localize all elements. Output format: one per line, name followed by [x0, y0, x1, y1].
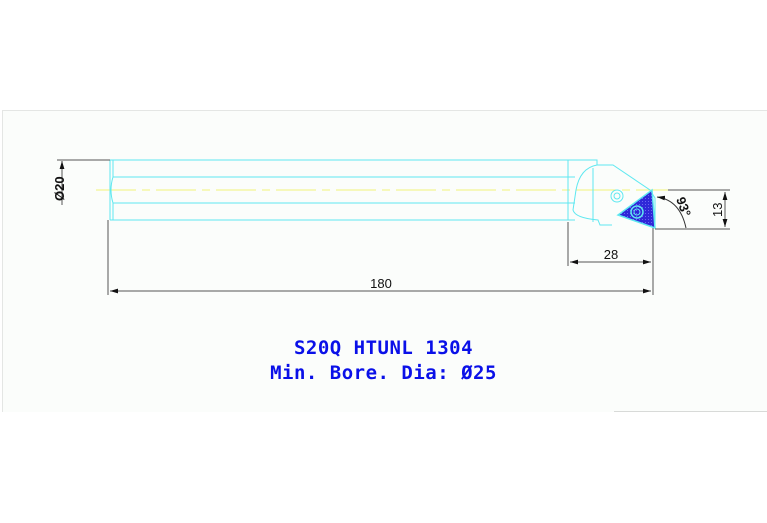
dimension-overall-length	[107, 220, 654, 295]
sheet-border	[614, 411, 767, 412]
dim-shank-diameter: Ø20	[52, 176, 67, 201]
dim-overall-length: 180	[370, 276, 392, 291]
tool-head	[568, 159, 656, 228]
dimension-shank-diameter	[57, 159, 110, 205]
dimension-approach-angle	[656, 195, 687, 229]
dimension-head-length	[567, 222, 651, 266]
min-bore-diameter: Min. Bore. Dia: Ø25	[270, 362, 497, 384]
dim-head-length: 28	[604, 247, 618, 262]
tool-designation: S20Q HTUNL 1304	[293, 337, 474, 359]
insert	[616, 188, 656, 230]
dimension-offset	[655, 189, 730, 230]
tool-shank	[109, 159, 575, 221]
dim-offset: 13	[710, 203, 725, 217]
dim-approach-angle: 93°	[673, 195, 694, 219]
